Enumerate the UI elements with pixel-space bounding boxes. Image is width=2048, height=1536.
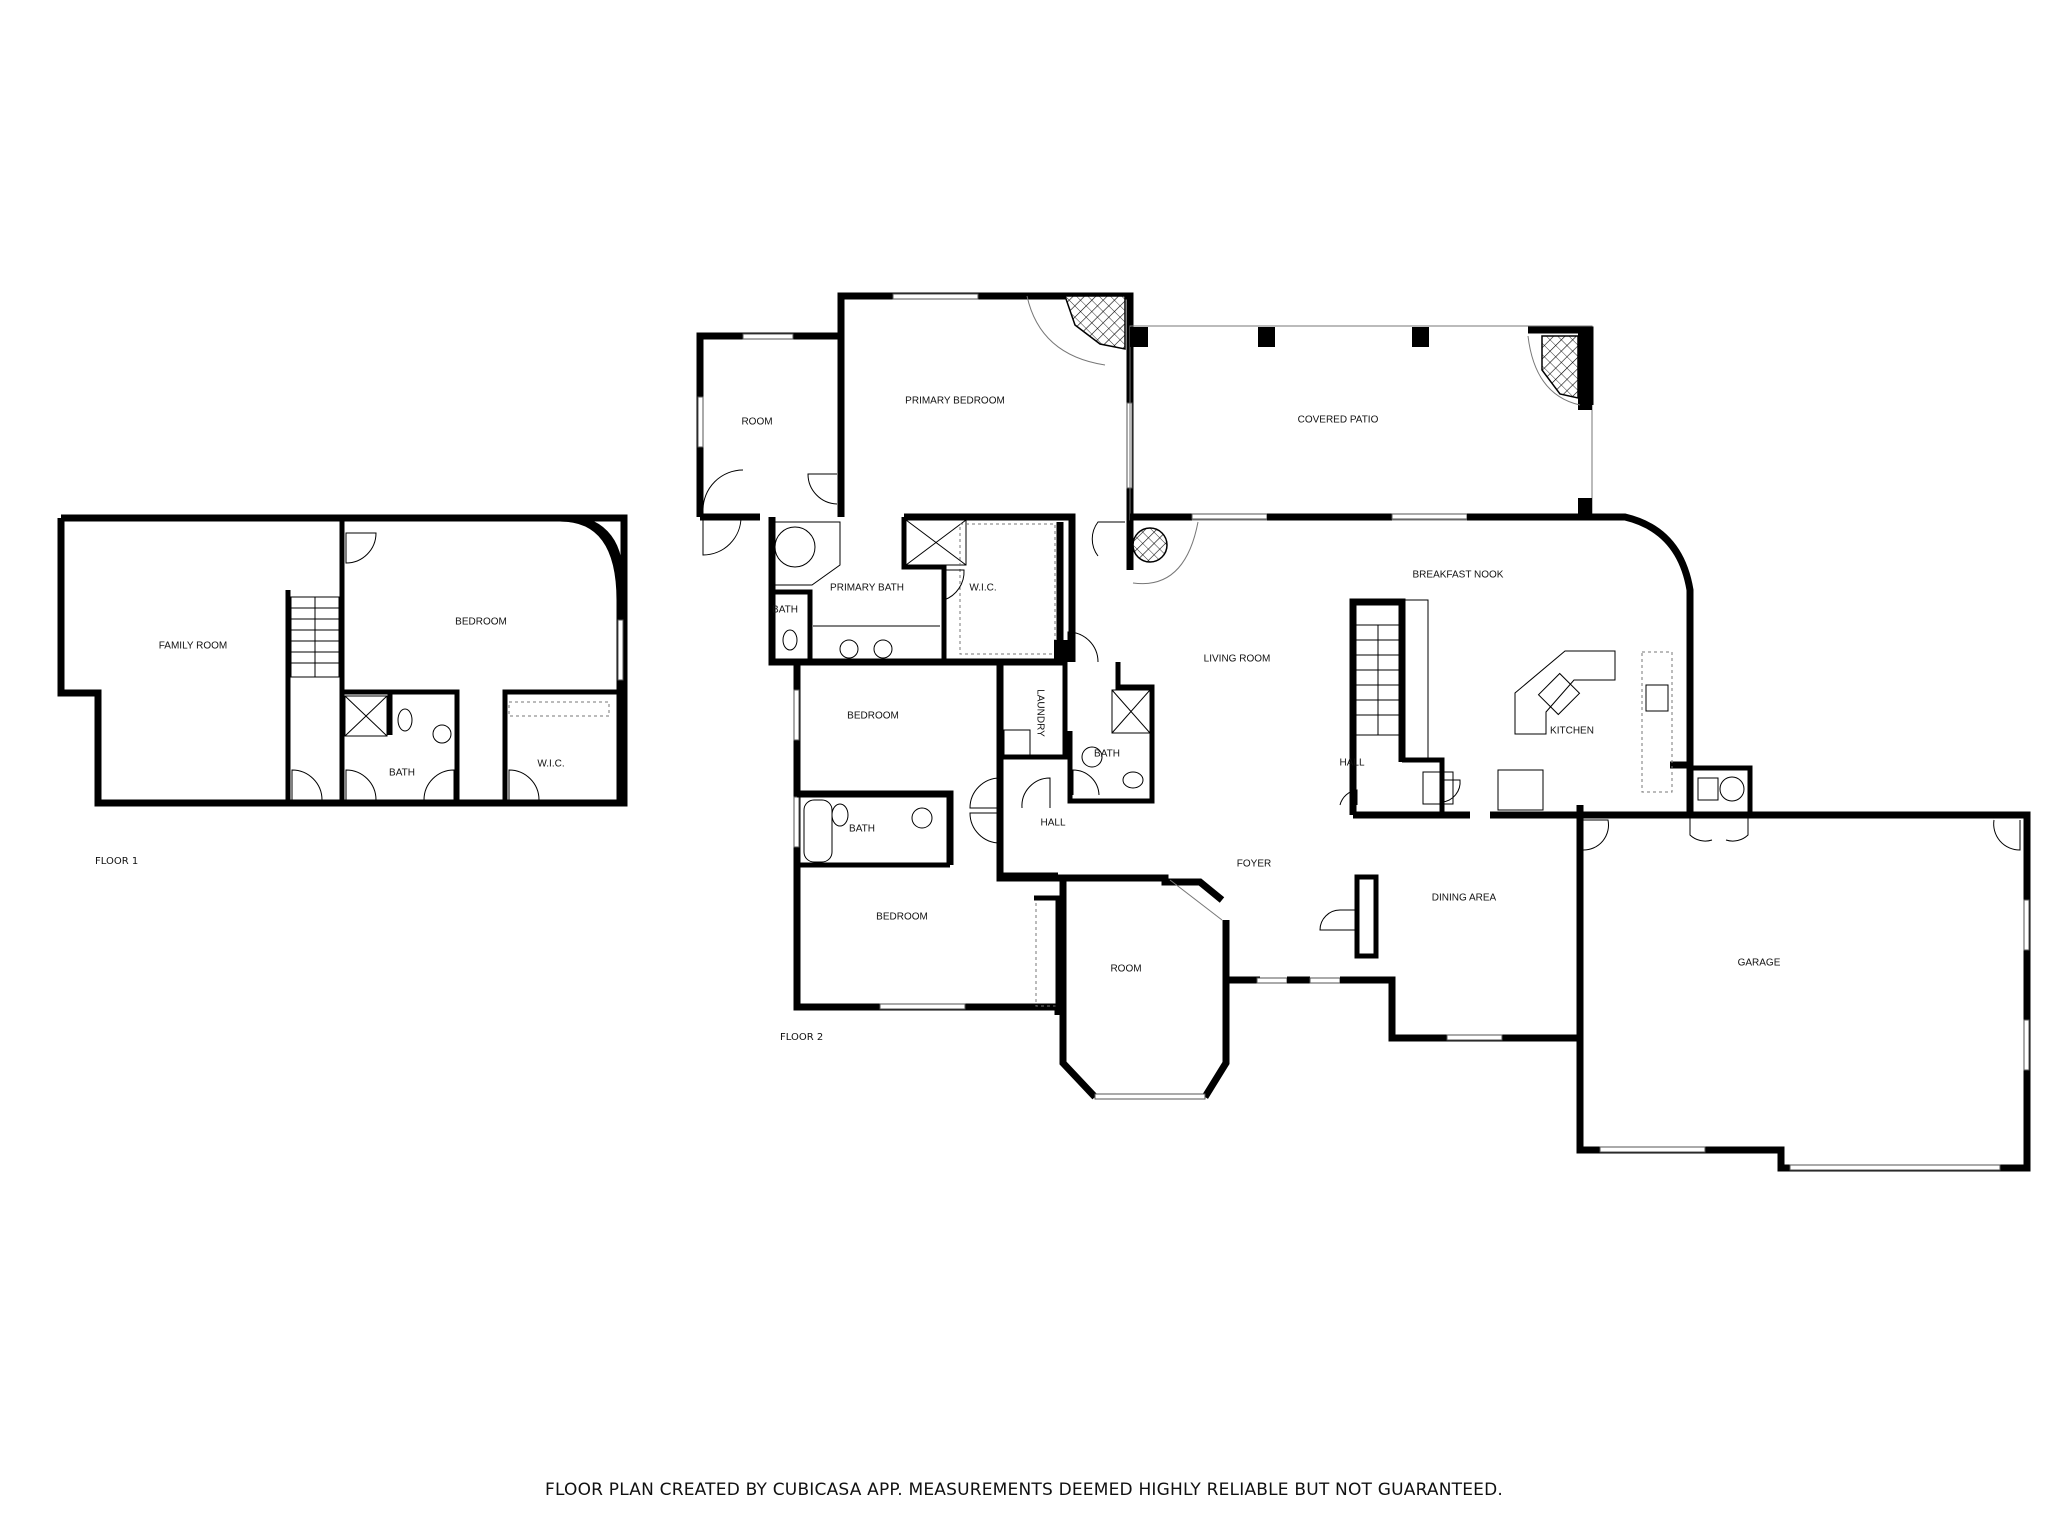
room-label-foyer: FOYER xyxy=(1237,859,1271,870)
room-label-kitchen: KITCHEN xyxy=(1550,726,1594,737)
room-label-dining-area: DINING AREA xyxy=(1432,893,1497,904)
floor-2-label: FLOOR 2 xyxy=(780,1032,823,1043)
room-label-bath-small: BATH xyxy=(772,605,798,616)
room-label-bath: BATH xyxy=(389,768,415,779)
stairs-icon-2 xyxy=(1355,624,1401,736)
room-label-bath-2: BATH xyxy=(849,824,875,835)
floor-1-label: FLOOR 1 xyxy=(95,856,138,867)
patio-fireplace-icon xyxy=(1541,335,1579,399)
kitchen-island-icon xyxy=(1514,650,1616,735)
bathtub-icon xyxy=(774,521,841,586)
room-label-living-room: LIVING ROOM xyxy=(1204,654,1271,665)
room-label-bedroom-2: BEDROOM xyxy=(876,912,928,923)
room-label-bath-hall: BATH xyxy=(1094,749,1120,760)
room-label-garage: GARAGE xyxy=(1738,958,1781,969)
room-label-room-bay: ROOM xyxy=(1110,964,1141,975)
room-label-hall-stair: HALL xyxy=(1339,758,1364,769)
room-label-family-room: FAMILY ROOM xyxy=(159,641,228,652)
room-label-hall: HALL xyxy=(1040,818,1065,829)
disclaimer-text: FLOOR PLAN CREATED BY CUBICASA APP. MEAS… xyxy=(544,1480,1504,1500)
room-label-breakfast-nook: BREAKFAST NOOK xyxy=(1413,570,1504,581)
bathtub-icon-2 xyxy=(803,799,833,863)
room-label-primary-bath: PRIMARY BATH xyxy=(830,583,904,594)
room-label-laundry: LAUNDRY xyxy=(1034,689,1045,737)
room-label-primary-bedroom: PRIMARY BEDROOM xyxy=(905,396,1005,407)
stairs-icon xyxy=(290,596,340,678)
room-label-wic: W.I.C. xyxy=(537,759,564,770)
living-fireplace-icon xyxy=(1132,527,1168,563)
floor-1-plan: FAMILY ROOM BEDROOM BATH W.I.C. FLOOR 1 xyxy=(57,514,628,867)
room-label-wic: W.I.C. xyxy=(969,583,996,594)
room-label-room: ROOM xyxy=(741,417,772,428)
floor-2-plan: ROOM PRIMARY BEDROOM COVERED PATIO PRIMA… xyxy=(696,292,2031,1172)
room-label-covered-patio: COVERED PATIO xyxy=(1298,415,1379,426)
room-label-bedroom-1: BEDROOM xyxy=(847,711,899,722)
room-label-bedroom: BEDROOM xyxy=(455,617,507,628)
fireplace-icon xyxy=(1063,295,1126,350)
